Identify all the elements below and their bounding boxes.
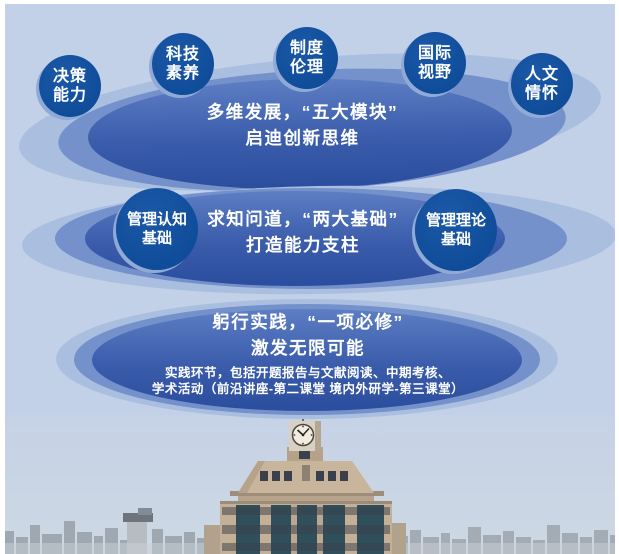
tier3-title-line1: 躬行实践，“一项必修”	[212, 312, 404, 332]
circle-management-theory-foundation: 管理理论 基础	[415, 189, 497, 271]
circle-tech-literacy: 科技 素养	[152, 33, 214, 95]
circle-label: 决策	[52, 68, 87, 85]
tier3-title-line2: 激发无限可能	[251, 338, 365, 358]
tier2-title-line2: 打造能力支柱	[246, 235, 360, 255]
window-bands	[222, 507, 390, 551]
diagram-stage: 多维发展，“五大模块” 启迪创新思维 求知问道，“两大基础” 打造能力支柱 管理…	[5, 4, 615, 554]
tier1-title-line1: 多维发展，“五大模块”	[206, 102, 399, 122]
tier1-title-line2: 启迪创新思维	[245, 128, 360, 148]
circle-label: 素养	[165, 65, 200, 82]
tier3-caption-line1: 实践环节，包括开题报告与文献阅读、中期考核、	[164, 366, 451, 380]
circle-label: 视野	[417, 64, 452, 81]
campus-photo	[5, 415, 615, 554]
circle-label: 管理理论	[425, 212, 486, 229]
clock-tower	[289, 421, 321, 451]
tier3-caption: 实践环节，包括开题报告与文献阅读、中期考核、 学术活动（前沿讲座-第二课堂 境内…	[92, 365, 524, 397]
circle-label: 伦理	[289, 59, 324, 76]
circle-label: 基础	[440, 231, 471, 248]
circle-institutional-ethics: 制度 伦理	[276, 27, 338, 89]
poster-background: 多维发展，“五大模块” 启迪创新思维 求知问道，“两大基础” 打造能力支柱 管理…	[5, 4, 615, 554]
circle-label: 人文	[524, 66, 559, 83]
tier2-title-line1: 求知问道，“两大基础”	[207, 209, 399, 229]
circle-label: 科技	[165, 46, 200, 63]
roof-eave	[230, 491, 384, 496]
circle-management-cognition-foundation: 管理认知 基础	[116, 188, 198, 270]
tier3-caption-line2: 学术活动（前沿讲座-第二课堂 境内外研学-第三课堂）	[151, 382, 465, 396]
circle-label: 国际	[417, 45, 452, 62]
circle-label: 能力	[52, 87, 87, 104]
circle-label: 情怀	[524, 85, 559, 102]
tier3-title: 躬行实践，“一项必修” 激发无限可能	[92, 309, 524, 361]
clock-icon	[291, 423, 315, 447]
tier1-title: 多维发展，“五大模块” 启迪创新思维	[90, 99, 515, 151]
tier3-inner-ellipse	[92, 309, 522, 411]
circle-label: 管理认知	[126, 211, 187, 228]
main-building	[204, 416, 406, 554]
circle-decision-ability: 决策 能力	[39, 55, 101, 117]
roof-windows	[260, 471, 348, 481]
circle-international-vision: 国际 视野	[404, 32, 466, 94]
circle-label: 制度	[289, 40, 324, 57]
circle-humanistic-care: 人文 情怀	[511, 53, 573, 115]
tier2-title: 求知问道，“两大基础” 打造能力支柱	[197, 206, 409, 258]
circle-label: 基础	[141, 230, 172, 247]
